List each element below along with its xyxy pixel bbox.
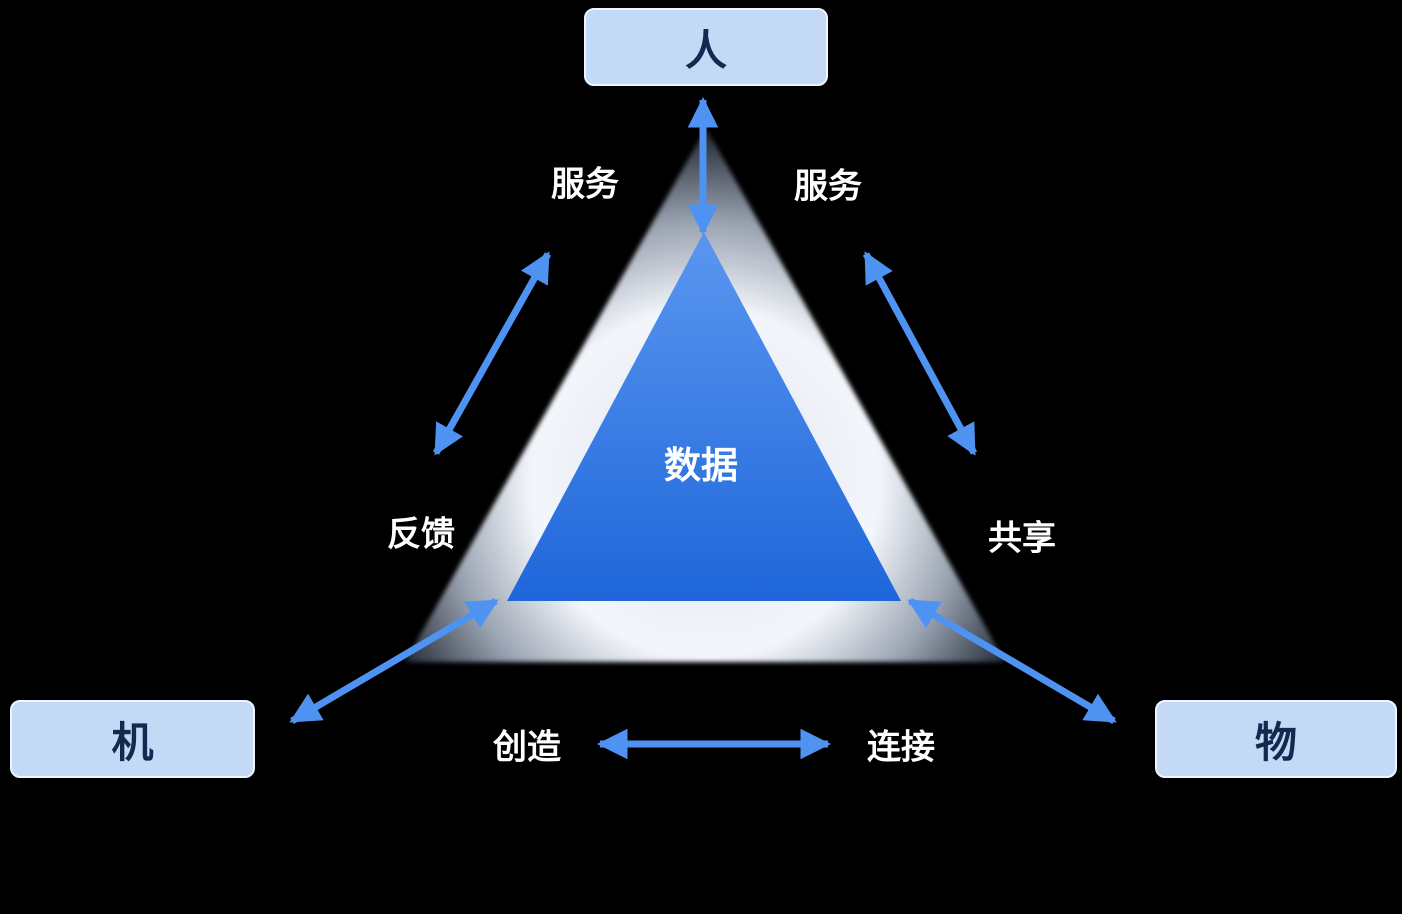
- arrow-thing-data: [907, 597, 1117, 725]
- arrow-machine-data: [289, 597, 499, 725]
- node-thing-label: 物: [1254, 718, 1297, 766]
- edge-label-share: 共享: [988, 519, 1056, 558]
- node-thing: 物: [1155, 700, 1397, 778]
- edge-label-connect: 连接: [867, 728, 935, 767]
- arrow-right-edge: [862, 251, 978, 456]
- node-machine: 机: [10, 700, 255, 778]
- edge-label-service-right: 服务: [794, 167, 862, 206]
- arrow-left-edge: [432, 251, 552, 456]
- triangle-inner: [507, 232, 901, 601]
- edge-label-service-left: 服务: [551, 165, 619, 204]
- center-data-label: 数据: [664, 445, 738, 486]
- edge-label-feedback: 反馈: [387, 515, 455, 554]
- node-machine-label: 机: [111, 718, 154, 766]
- node-person-label: 人: [684, 26, 727, 74]
- node-person: 人: [584, 8, 828, 86]
- edge-label-create: 创造: [493, 728, 561, 767]
